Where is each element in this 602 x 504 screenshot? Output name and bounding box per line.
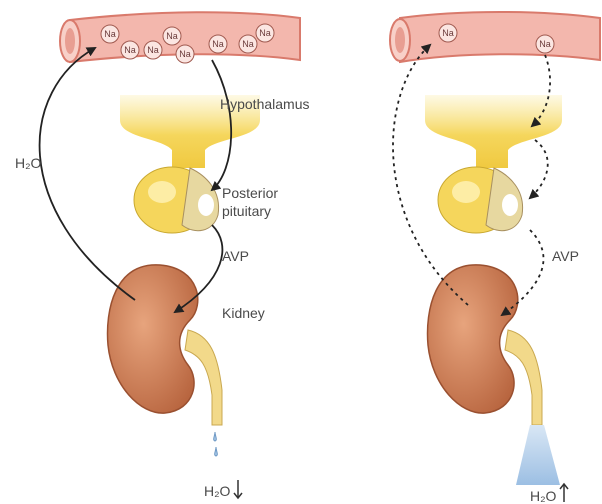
increase-arrow-icon [560,484,568,502]
right-kidney [428,265,542,425]
urine-output-label-left: H₂O [204,483,231,499]
left-water-arrow [40,48,135,300]
kidney-label: Kidney [222,305,265,321]
right-panel: Na Na AVP H₂O [390,12,600,504]
sodium-ion: Na [439,24,457,42]
svg-text:Na: Na [104,29,116,39]
posterior-pituitary-label-line2: pituitary [222,203,271,219]
right-urine-stream [516,425,560,485]
sodium-ion: Na [163,27,181,45]
svg-text:Na: Na [124,45,136,55]
urine-output-label-right: H₂O [530,488,557,504]
hypothalamus-label: Hypothalamus [220,96,310,112]
left-panel: Na Na Na Na Na Na Na Na [15,12,310,499]
sodium-ion: Na [209,35,227,53]
avp-label-left: AVP [222,248,249,264]
svg-text:Na: Na [442,28,454,38]
avp-label-right: AVP [552,248,579,264]
svg-text:Na: Na [179,49,191,59]
water-intake-label: H₂O [15,155,42,171]
svg-text:Na: Na [147,45,159,55]
left-posterior-pituitary [134,167,219,233]
sodium-ion: Na [536,35,554,53]
left-urine-drops [214,432,218,456]
sodium-ion: Na [176,45,194,63]
svg-text:Na: Na [259,28,271,38]
right-blood-vessel [390,12,600,62]
svg-text:Na: Na [166,31,178,41]
sodium-ion: Na [144,41,162,59]
right-posterior-pituitary [438,167,523,233]
sodium-ion: Na [239,35,257,53]
svg-text:Na: Na [212,39,224,49]
svg-text:Na: Na [242,39,254,49]
sodium-ion: Na [256,24,274,42]
sodium-ion: Na [101,25,119,43]
svg-text:Na: Na [539,39,551,49]
sodium-ion: Na [121,41,139,59]
posterior-pituitary-label-line1: Posterior [222,185,278,201]
right-hypothalamus [425,95,562,168]
decrease-arrow-icon [234,480,242,498]
